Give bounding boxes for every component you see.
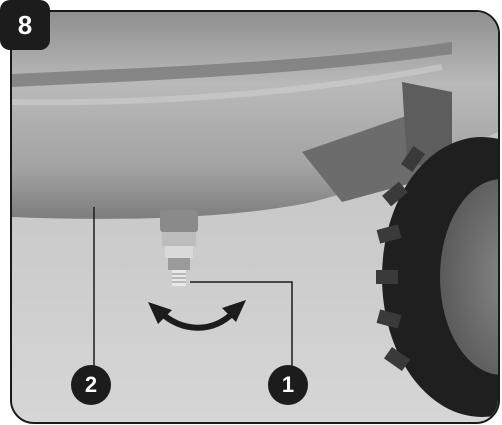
- drain-valve: [160, 210, 198, 286]
- photo-frame: [10, 10, 500, 424]
- callout-2-air-tank: 2: [71, 365, 111, 405]
- step-number-badge: 8: [0, 0, 50, 50]
- callout-1-label: 1: [281, 372, 295, 397]
- step-number: 8: [17, 9, 33, 40]
- callout-2-label: 2: [84, 372, 98, 397]
- wheel: [376, 137, 498, 417]
- wheel-hub: [440, 179, 498, 375]
- rotate-arrow-icon: [148, 300, 246, 331]
- callout-1-leader: [190, 281, 293, 372]
- compressor-photo: [12, 12, 498, 422]
- tank-seam: [12, 42, 452, 87]
- callout-1-drain-valve: 1: [268, 365, 308, 405]
